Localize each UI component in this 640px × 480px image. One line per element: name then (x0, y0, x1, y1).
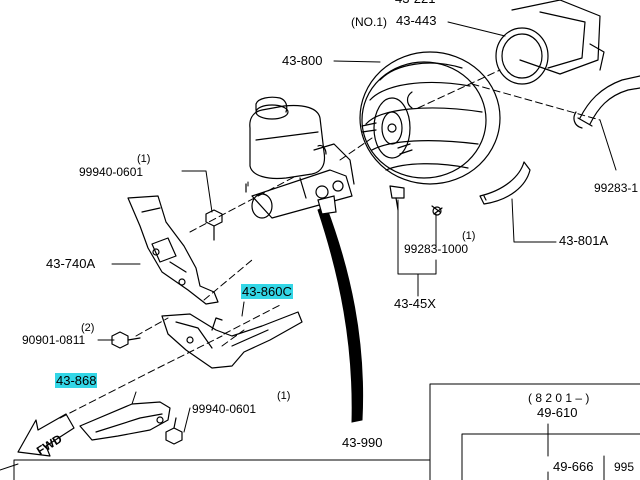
dashed-guides (59, 69, 601, 419)
part-43-990-label[interactable]: 43-990 (342, 435, 383, 450)
part-49-666-label[interactable]: 49-666 (553, 459, 594, 474)
vacuum-hose (573, 75, 640, 129)
part-43-868-text: 43-868 (55, 373, 98, 388)
part-43-860c-text: 43-860C (241, 284, 293, 299)
part-99283-1000-label[interactable]: 99283-1000 (404, 242, 469, 256)
bracket-43-740a (127, 195, 219, 305)
fittings (245, 183, 443, 216)
part-995-label[interactable]: 995 (614, 460, 635, 474)
part-43-45x-label[interactable]: 43-45X (394, 296, 436, 311)
part-43-740a-label[interactable]: 43-740A (46, 256, 96, 271)
label-8201: ( 8 2 0 1 – ) (528, 391, 590, 405)
part-99940-0601-top-label[interactable]: 99940-0601 (79, 165, 144, 179)
qty-99283: (1) (462, 230, 476, 242)
part-43-868-label[interactable]: 43-868 (55, 373, 98, 388)
part-90901-0811-label[interactable]: 90901-0811 (22, 333, 86, 347)
booster-bracket (479, 161, 531, 205)
part-99940-0601-bottom-label[interactable]: 99940-0601 (192, 402, 257, 416)
qty-90901: (2) (81, 322, 95, 334)
booster-gasket (495, 0, 605, 85)
brake-booster (359, 51, 501, 185)
master-cylinder (249, 96, 355, 219)
part-49-610-label[interactable]: 49-610 (537, 405, 578, 420)
label-no1: (NO.1) (351, 15, 387, 29)
brake-line-43-990 (317, 195, 364, 423)
part-99283-label[interactable]: 99283-1 (594, 181, 639, 195)
bolt-90901 (111, 331, 141, 349)
shield-43-868 (79, 401, 171, 441)
table-frame (0, 383, 640, 480)
qty-99940-bottom: (1) (277, 390, 291, 402)
part-43-800-label[interactable]: 43-800 (282, 53, 323, 68)
part-43-860c-label[interactable]: 43-860C (241, 284, 293, 299)
bolt-99940-top (205, 209, 223, 241)
heat-shield-43-860c (161, 311, 303, 369)
bolt-99940-bottom (165, 417, 183, 445)
leader-lines (97, 21, 617, 433)
qty-99940-top: (1) (137, 153, 151, 165)
fwd-arrow (17, 413, 75, 457)
part-43-443-label[interactable]: 43-443 (396, 13, 437, 28)
part-43-801a-label[interactable]: 43-801A (559, 233, 609, 248)
part-43-221-label[interactable]: 43-221 (395, 0, 435, 6)
